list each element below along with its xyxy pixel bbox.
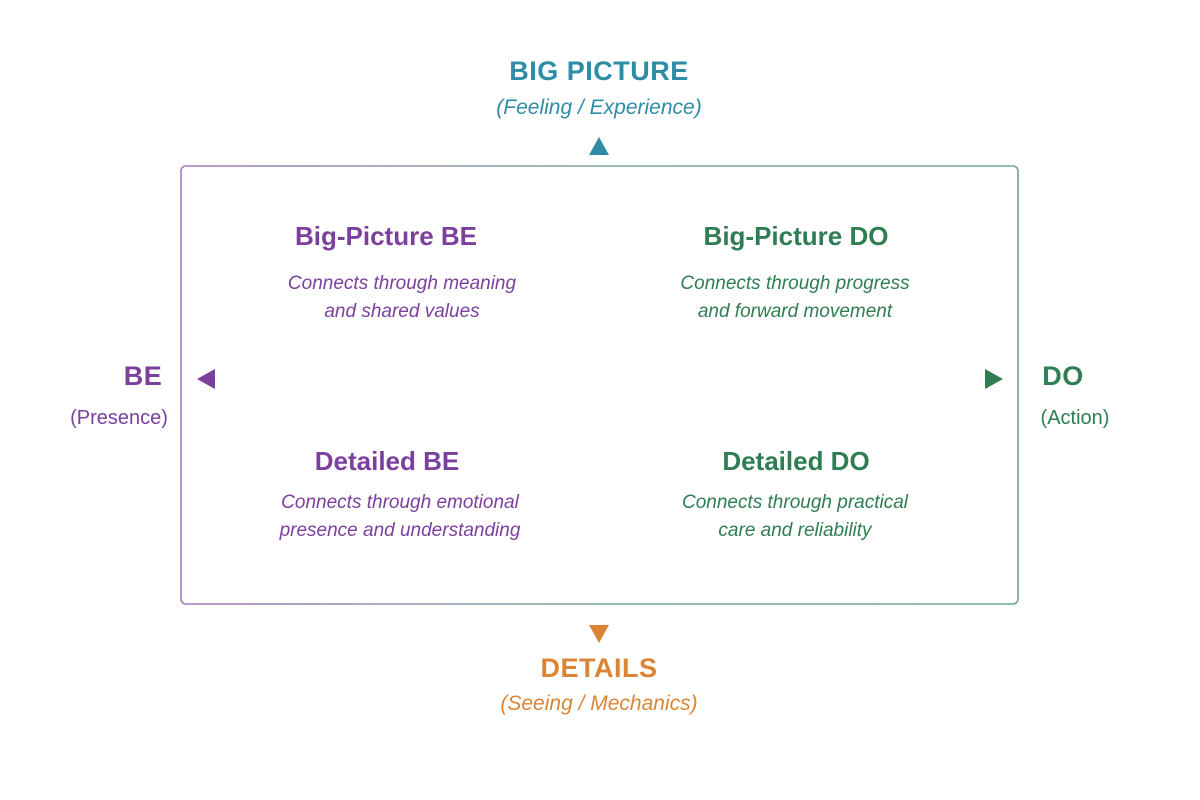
description-line: Connects through practical xyxy=(681,492,908,513)
arrowhead-left xyxy=(197,369,215,389)
quadrant-big-picture-do-description: Connects through progress and forward mo… xyxy=(625,270,965,326)
axis-top-sublabel: (Feeling / Experience) xyxy=(496,96,702,119)
description-line: Connects through emotional xyxy=(281,492,519,513)
axis-left-label: BE xyxy=(123,361,163,391)
description-line: presence and understanding xyxy=(279,520,521,541)
quadrant-big-picture-be-description: Connects through meaning and shared valu… xyxy=(232,270,572,326)
quadrant-big-picture-be-title: Big-Picture BE xyxy=(294,221,478,251)
arrowhead-up xyxy=(589,137,609,155)
description-line: care and reliability xyxy=(718,520,872,541)
quadrant-detailed-do-description: Connects through practical care and reli… xyxy=(625,489,965,545)
arrowhead-down xyxy=(589,625,609,643)
description-line: and shared values xyxy=(324,301,480,322)
axis-top-label: BIG PICTURE xyxy=(509,56,689,86)
description-line: Connects through meaning xyxy=(287,273,517,294)
quadrant-detailed-be-description: Connects through emotional presence and … xyxy=(230,489,570,545)
arrowhead-right xyxy=(985,369,1003,389)
description-line: and forward movement xyxy=(697,301,893,322)
axis-bottom-sublabel: (Seeing / Mechanics) xyxy=(500,692,698,715)
axis-right-label: DO xyxy=(1042,361,1084,391)
axis-bottom-label: DETAILS xyxy=(540,653,658,683)
quadrant-detailed-be-title: Detailed BE xyxy=(314,446,460,476)
quadrant-detailed-do-title: Detailed DO xyxy=(722,446,870,476)
axis-left-sublabel: (Presence) xyxy=(70,407,168,429)
axis-right-sublabel: (Action) xyxy=(1040,407,1110,429)
description-line: Connects through progress xyxy=(680,273,910,294)
quadrant-big-picture-do-title: Big-Picture DO xyxy=(703,221,889,251)
